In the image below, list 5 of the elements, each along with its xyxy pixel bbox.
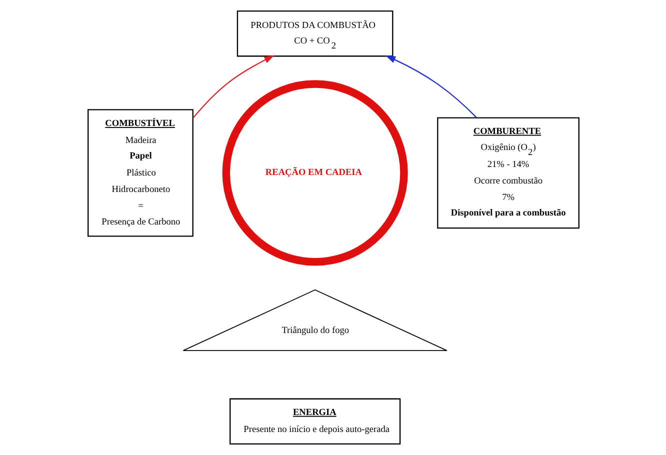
node-box: ENERGIA Presente no início e depois auto-gerada [229,398,400,444]
node-box: COMBUSTÍVEL Madeira Papel Plástico Hidrocarboneto = Presença de Carbono [87,109,193,237]
node-circle: REAÇÃO EM CADEIA [222,80,408,266]
arrow [192,55,274,118]
arrow [384,55,477,118]
